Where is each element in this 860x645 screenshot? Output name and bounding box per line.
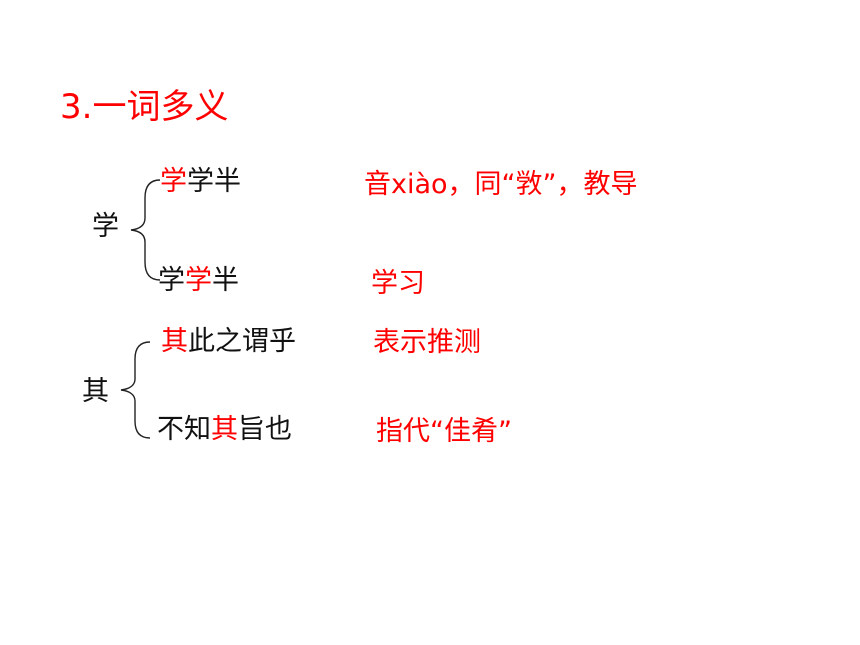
phrase-xue-1: 学学半: [160, 168, 241, 195]
phrase-segment: 学半: [187, 166, 241, 197]
phrase-segment: 其: [211, 414, 238, 445]
phrase-segment: 此之谓乎: [188, 326, 296, 357]
meaning-xue-1: 音xiào，同“敩”，教导: [364, 169, 638, 200]
left-brace-icon: [130, 179, 161, 281]
head-char-xue: 学: [92, 211, 119, 242]
phrase-xue-2: 学学半: [158, 267, 239, 294]
phrase-segment: 不知: [157, 414, 211, 445]
meaning-xue-2: 学习: [371, 268, 425, 299]
phrase-segment: 其: [161, 326, 188, 357]
phrase-qi-1: 其此之谓乎: [161, 328, 296, 355]
phrase-segment: 学: [185, 265, 212, 296]
phrase-segment: 旨也: [238, 414, 292, 445]
phrase-segment: 学: [158, 265, 185, 296]
meaning-qi-1: 表示推测: [373, 327, 481, 358]
phrase-segment: 半: [212, 265, 239, 296]
phrase-segment: 学: [160, 166, 187, 197]
left-brace-icon: [120, 341, 151, 439]
slide-title: 3.一词多义: [60, 87, 229, 127]
meaning-qi-2: 指代“佳肴”: [376, 416, 512, 447]
phrase-qi-2: 不知其旨也: [157, 416, 292, 443]
head-char-qi: 其: [82, 376, 109, 407]
